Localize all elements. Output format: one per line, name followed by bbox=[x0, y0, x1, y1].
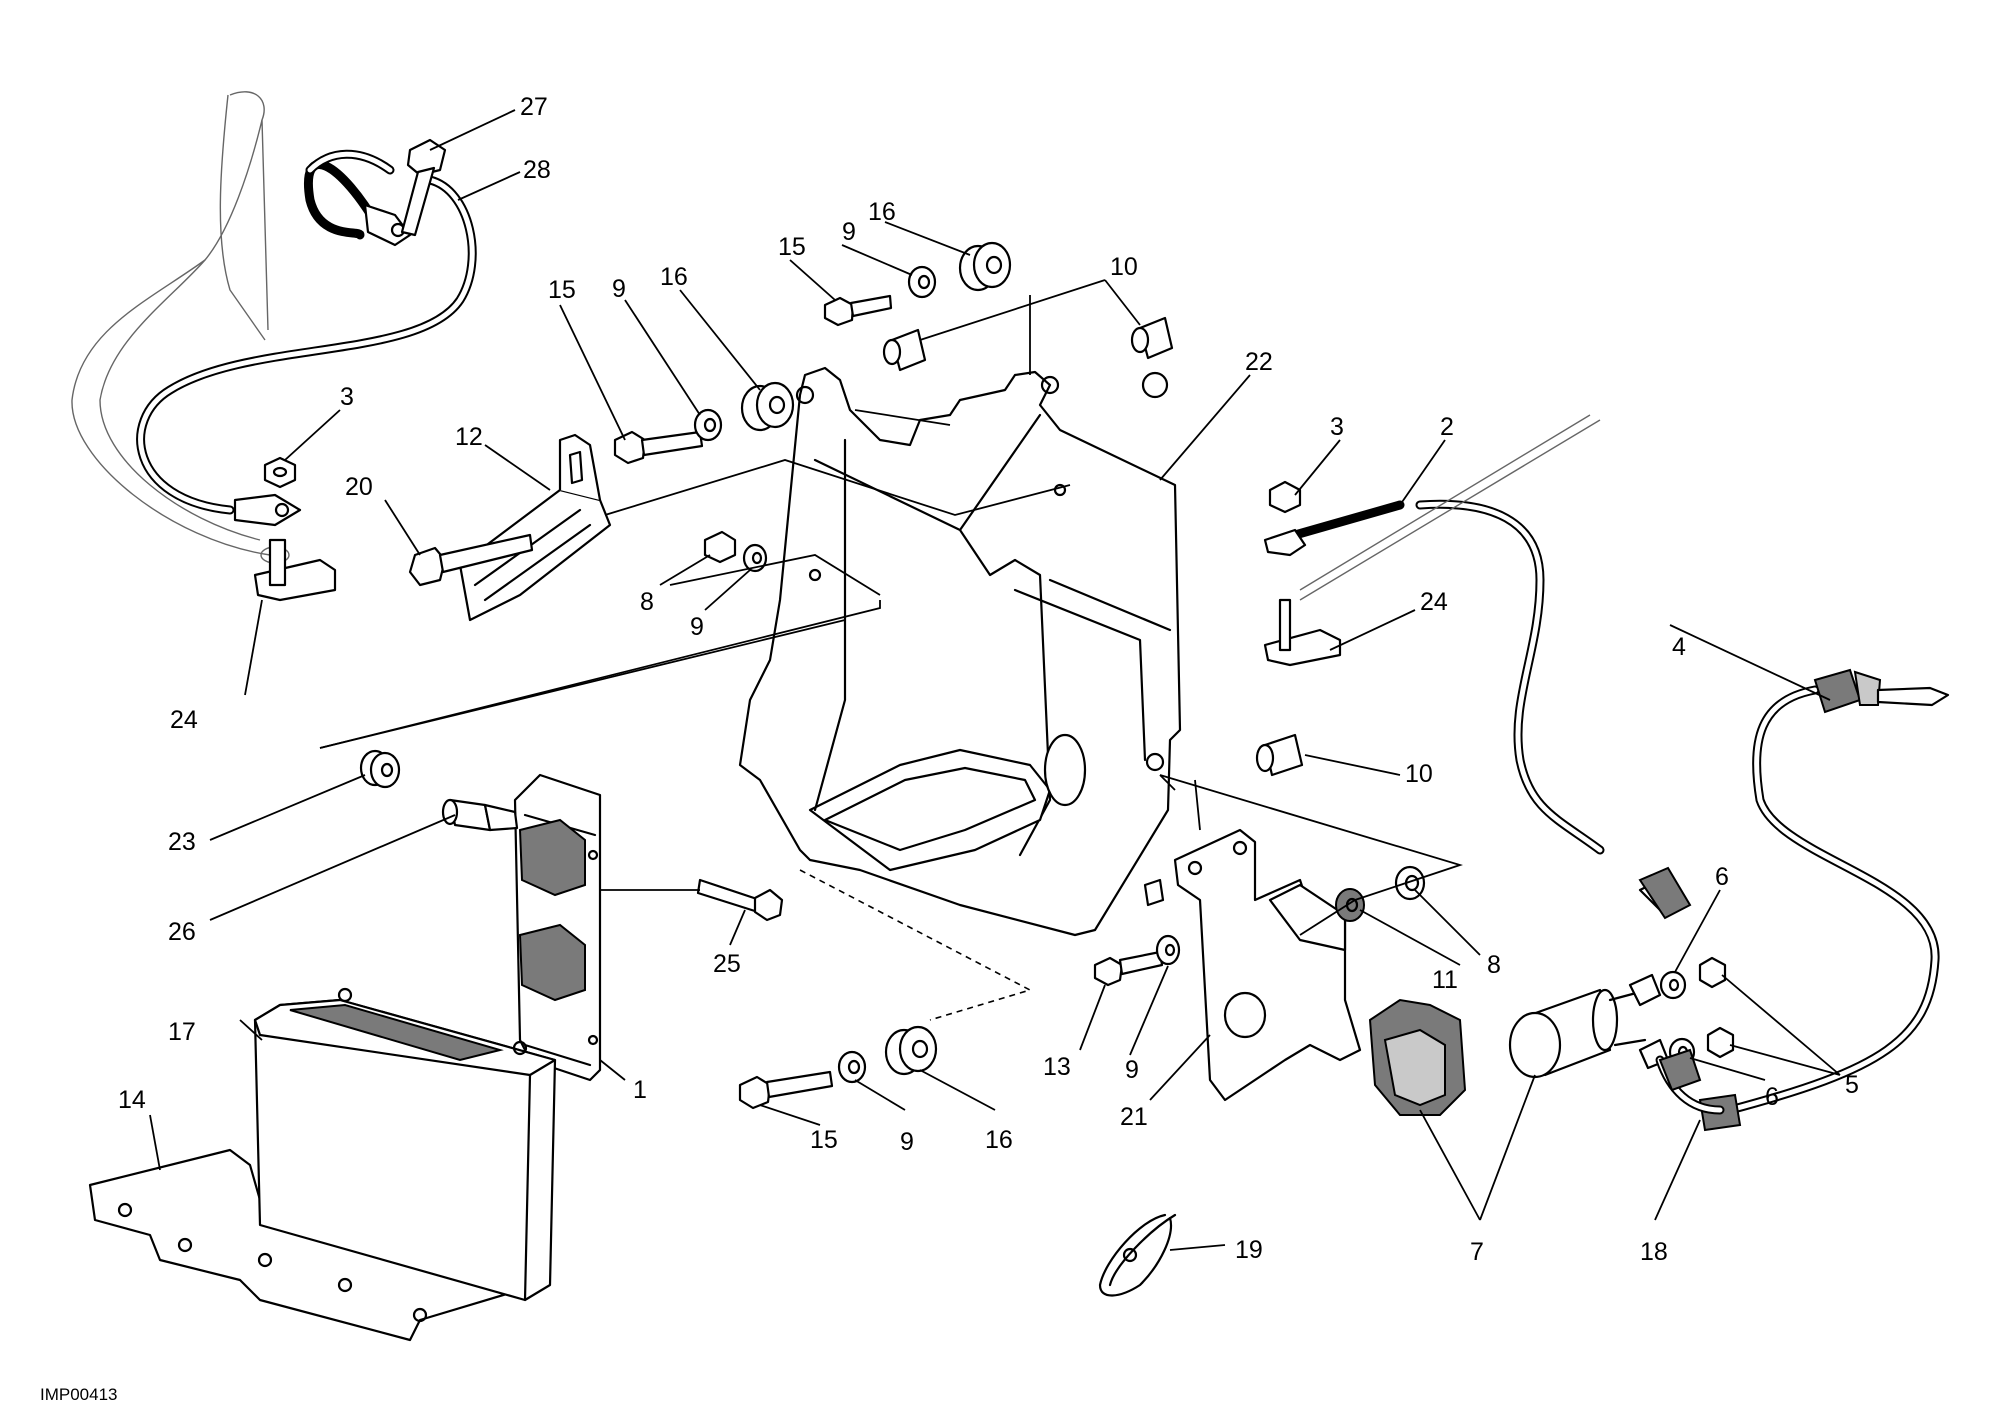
callout-9: 9 bbox=[690, 613, 704, 641]
callout-21: 21 bbox=[1120, 1103, 1148, 1131]
callout-28: 28 bbox=[523, 156, 551, 184]
callout-27: 27 bbox=[520, 93, 548, 121]
washer-9-middle bbox=[742, 543, 768, 573]
washer-9-lower bbox=[837, 1050, 867, 1084]
callout-16: 16 bbox=[985, 1126, 1013, 1154]
grommet-16-lower bbox=[884, 1025, 938, 1076]
callout-18: 18 bbox=[1640, 1238, 1668, 1266]
callout-leaders bbox=[149, 109, 1841, 1251]
callout-3: 3 bbox=[1330, 413, 1344, 441]
drawing-code: IMP00413 bbox=[40, 1385, 118, 1404]
callout-7: 7 bbox=[1470, 1238, 1484, 1266]
assembly-lines bbox=[319, 295, 1463, 1021]
callout-23: 23 bbox=[168, 828, 196, 856]
regulator-rectifier-1 bbox=[513, 773, 602, 1082]
starter-relay-7 bbox=[1508, 988, 1647, 1079]
relay-bracket-21 bbox=[1173, 828, 1362, 1102]
callout-6: 6 bbox=[1715, 863, 1729, 891]
callout-2: 2 bbox=[1440, 413, 1454, 441]
washer-9-lower-middle bbox=[1155, 934, 1181, 966]
callout-20: 20 bbox=[345, 473, 373, 501]
spacer-10-right bbox=[1255, 733, 1304, 777]
callout-8: 8 bbox=[1487, 951, 1501, 979]
grommet-11 bbox=[1335, 888, 1365, 922]
callout-labels: 27 28 3 20 12 24 15 9 16 15 9 16 10 22 8… bbox=[40, 93, 1859, 1404]
callout-9: 9 bbox=[900, 1128, 914, 1156]
nut-3-left bbox=[263, 456, 297, 489]
callout-9: 9 bbox=[612, 275, 626, 303]
callout-26: 26 bbox=[168, 918, 196, 946]
bolt-15-upper-right bbox=[823, 294, 893, 327]
starter-cable-4 bbox=[1698, 668, 1950, 1132]
callout-10: 10 bbox=[1110, 253, 1138, 281]
callout-3: 3 bbox=[340, 383, 354, 411]
callout-19: 19 bbox=[1235, 1236, 1263, 1264]
callout-8: 8 bbox=[640, 588, 654, 616]
battery-ground-cable-28 bbox=[136, 149, 477, 527]
bolt-15-upper-left bbox=[613, 430, 704, 465]
bolt-13 bbox=[1093, 950, 1164, 987]
callout-9: 9 bbox=[842, 218, 856, 246]
terminal-nuts-5 bbox=[1698, 956, 1735, 1059]
cable-terminals bbox=[1628, 973, 1725, 1115]
callout-17: 17 bbox=[168, 1018, 196, 1046]
callout-6: 6 bbox=[1765, 1083, 1779, 1111]
washer-9-upper-left bbox=[693, 408, 723, 442]
bracket-24-right bbox=[1263, 598, 1342, 667]
nut-3-right bbox=[1268, 480, 1302, 514]
callout-9: 9 bbox=[1125, 1056, 1139, 1084]
washer-9-upper-right bbox=[907, 265, 937, 299]
callout-22: 22 bbox=[1245, 348, 1273, 376]
callout-4: 4 bbox=[1672, 633, 1686, 661]
bolt-27 bbox=[400, 138, 447, 237]
callout-14: 14 bbox=[118, 1086, 146, 1114]
callout-11: 11 bbox=[1432, 966, 1458, 994]
grommet-23 bbox=[359, 749, 401, 789]
callout-12: 12 bbox=[455, 423, 483, 451]
callout-24: 24 bbox=[170, 706, 198, 734]
battery-support-frame-22 bbox=[738, 366, 1182, 937]
bolt-25 bbox=[696, 878, 784, 922]
callout-25: 25 bbox=[713, 950, 741, 978]
spacer-10-upper bbox=[882, 316, 1174, 372]
callout-10: 10 bbox=[1405, 760, 1433, 788]
callout-16: 16 bbox=[660, 263, 688, 291]
terminal-washers-6 bbox=[1659, 970, 1696, 1067]
battery-17 bbox=[253, 987, 557, 1302]
bracket-24-left bbox=[253, 538, 337, 602]
callout-24: 24 bbox=[1420, 588, 1448, 616]
cable-clip-19 bbox=[1098, 1213, 1177, 1297]
callout-15: 15 bbox=[778, 233, 806, 261]
nut-8-middle bbox=[703, 530, 737, 564]
grommet-16-upper-left bbox=[740, 381, 795, 432]
bracket-12 bbox=[458, 433, 612, 622]
ground-cable-2 bbox=[1263, 414, 1692, 920]
starter-relay-cover-7 bbox=[1368, 998, 1467, 1116]
callout-16: 16 bbox=[868, 198, 896, 226]
grommet-16-upper-right bbox=[958, 241, 1012, 292]
callout-13: 13 bbox=[1043, 1053, 1071, 1081]
callout-15: 15 bbox=[548, 276, 576, 304]
callout-1: 1 bbox=[633, 1076, 647, 1104]
bolt-20 bbox=[408, 533, 534, 587]
callout-5: 5 bbox=[1845, 1071, 1859, 1099]
bolt-15-lower bbox=[738, 1070, 834, 1110]
callout-15: 15 bbox=[810, 1126, 838, 1154]
